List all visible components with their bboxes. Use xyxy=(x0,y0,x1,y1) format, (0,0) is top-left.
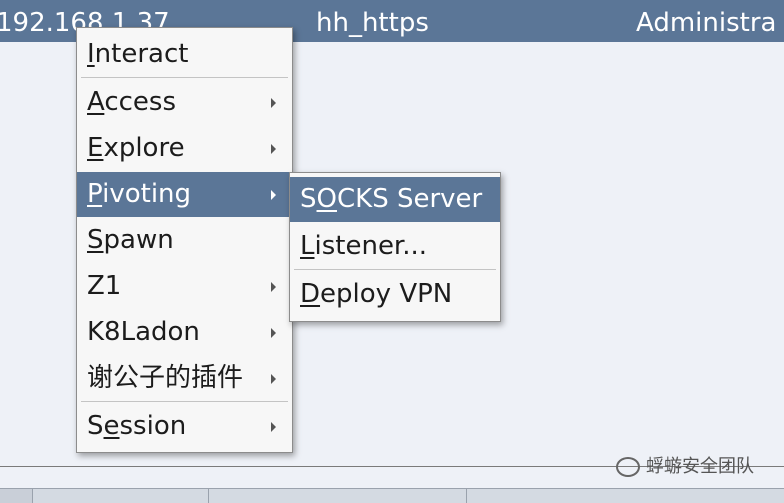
watermark-text: 蜉蝣安全团队 xyxy=(646,456,754,477)
listener-cell: hh_https xyxy=(316,8,429,38)
bottom-tab-strip xyxy=(0,488,784,503)
divider xyxy=(0,466,784,467)
submenu-arrow-icon xyxy=(271,98,276,108)
menu-item-interact[interactable]: Interact xyxy=(77,32,292,77)
watermark: 蜉蝣安全团队 xyxy=(616,452,754,478)
bottom-tab[interactable] xyxy=(32,489,209,503)
bottom-tab[interactable] xyxy=(466,489,784,503)
submenu-arrow-icon xyxy=(271,328,276,338)
submenu-item-listener[interactable]: Listener... xyxy=(290,224,500,269)
user-cell: Administra xyxy=(636,8,777,38)
menu-separator xyxy=(81,77,288,78)
menu-item-k8ladon[interactable]: K8Ladon xyxy=(77,310,292,355)
menu-item-label: Session xyxy=(87,411,187,441)
menu-item-spawn[interactable]: Spawn xyxy=(77,218,292,263)
menu-item-label: Z1 xyxy=(87,271,122,301)
menu-item-label: 谢公子的插件 xyxy=(87,363,244,393)
beacon-context-menu: Interact Access Explore Pivoting Spawn Z… xyxy=(76,27,293,453)
submenu-arrow-icon xyxy=(271,144,276,154)
menu-item-label: Listener... xyxy=(300,231,428,261)
submenu-arrow-icon xyxy=(271,374,276,384)
submenu-arrow-icon xyxy=(271,190,276,200)
bottom-tab[interactable] xyxy=(208,489,467,503)
menu-item-access[interactable]: Access xyxy=(77,80,292,125)
pivoting-submenu: SOCKS Server Listener... Deploy VPN xyxy=(289,172,501,322)
submenu-item-deploy-vpn[interactable]: Deploy VPN xyxy=(290,272,500,317)
menu-item-label: K8Ladon xyxy=(87,317,200,347)
submenu-item-socks-server[interactable]: SOCKS Server xyxy=(290,177,500,222)
menu-item-label: Spawn xyxy=(87,225,174,255)
wechat-icon xyxy=(616,457,640,477)
menu-separator xyxy=(294,269,496,270)
menu-item-label: Deploy VPN xyxy=(300,279,453,309)
menu-item-explore[interactable]: Explore xyxy=(77,126,292,171)
menu-item-z1[interactable]: Z1 xyxy=(77,264,292,309)
menu-item-plugins[interactable]: 谢公子的插件 xyxy=(77,356,292,401)
menu-separator xyxy=(81,401,288,402)
menu-item-session[interactable]: Session xyxy=(77,404,292,449)
menu-item-label: Pivoting xyxy=(87,179,192,209)
submenu-arrow-icon xyxy=(271,422,276,432)
menu-item-label: SOCKS Server xyxy=(300,184,483,214)
submenu-arrow-icon xyxy=(271,282,276,292)
menu-item-pivoting[interactable]: Pivoting xyxy=(77,172,292,217)
menu-item-label: Access xyxy=(87,87,177,117)
menu-item-label: Explore xyxy=(87,133,185,163)
menu-item-label: Interact xyxy=(87,39,189,69)
